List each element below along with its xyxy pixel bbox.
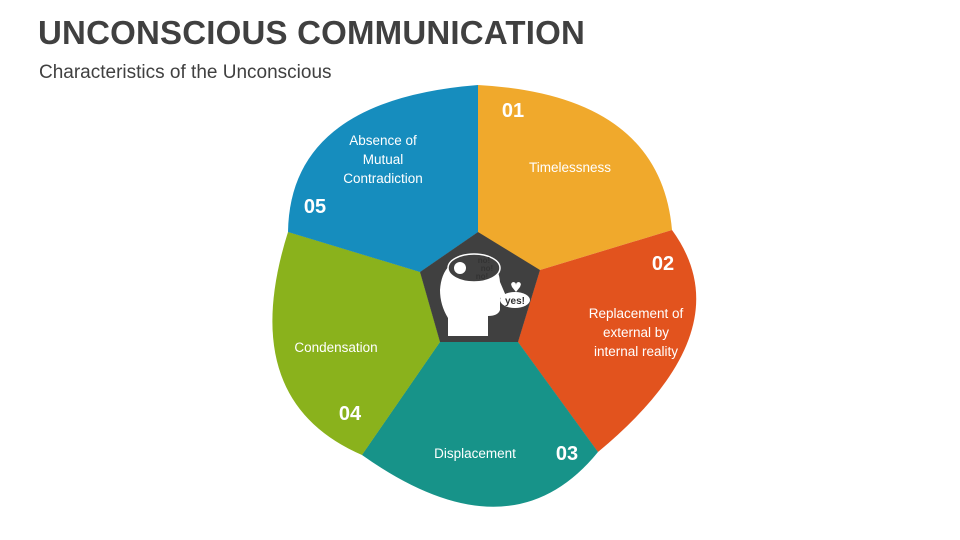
segment-02-label-line-3: internal reality xyxy=(594,344,678,359)
page-subtitle: Characteristics of the Unconscious xyxy=(39,62,332,83)
segment-04-label: Condensation xyxy=(294,340,377,355)
segment-05-number: 05 xyxy=(304,196,326,218)
segment-04[interactable] xyxy=(272,232,440,455)
segment-05-label-line-1: Absence of xyxy=(349,133,417,148)
segment-03[interactable] xyxy=(362,342,598,507)
bubble-text-3: no! xyxy=(476,272,488,281)
segment-04-number: 04 xyxy=(339,403,362,425)
segment-01-label: Timelessness xyxy=(529,160,611,175)
head-thinking-icon: no! no! no! yes! xyxy=(440,253,530,336)
segment-05-label-line-2: Mutual xyxy=(363,152,404,167)
segment-02-label-line-1: Replacement of xyxy=(589,306,684,321)
segment-03-label: Displacement xyxy=(434,446,516,461)
segment-05[interactable] xyxy=(288,85,478,272)
segment-01[interactable] xyxy=(478,85,672,270)
segment-01-number: 01 xyxy=(502,100,524,122)
bubble-text-2: no! xyxy=(481,264,493,273)
segment-02-label-line-2: external by xyxy=(603,325,669,340)
reply-text: yes! xyxy=(505,296,525,307)
heart-icon xyxy=(511,282,521,292)
segment-02-number: 02 xyxy=(652,253,674,275)
page-title: UNCONSCIOUS COMMUNICATION xyxy=(38,14,586,51)
segment-02[interactable] xyxy=(518,230,697,452)
bubble-text-1: no! xyxy=(478,256,490,265)
segment-03-number: 03 xyxy=(556,443,578,465)
segment-05-label-line-3: Contradiction xyxy=(343,171,423,186)
